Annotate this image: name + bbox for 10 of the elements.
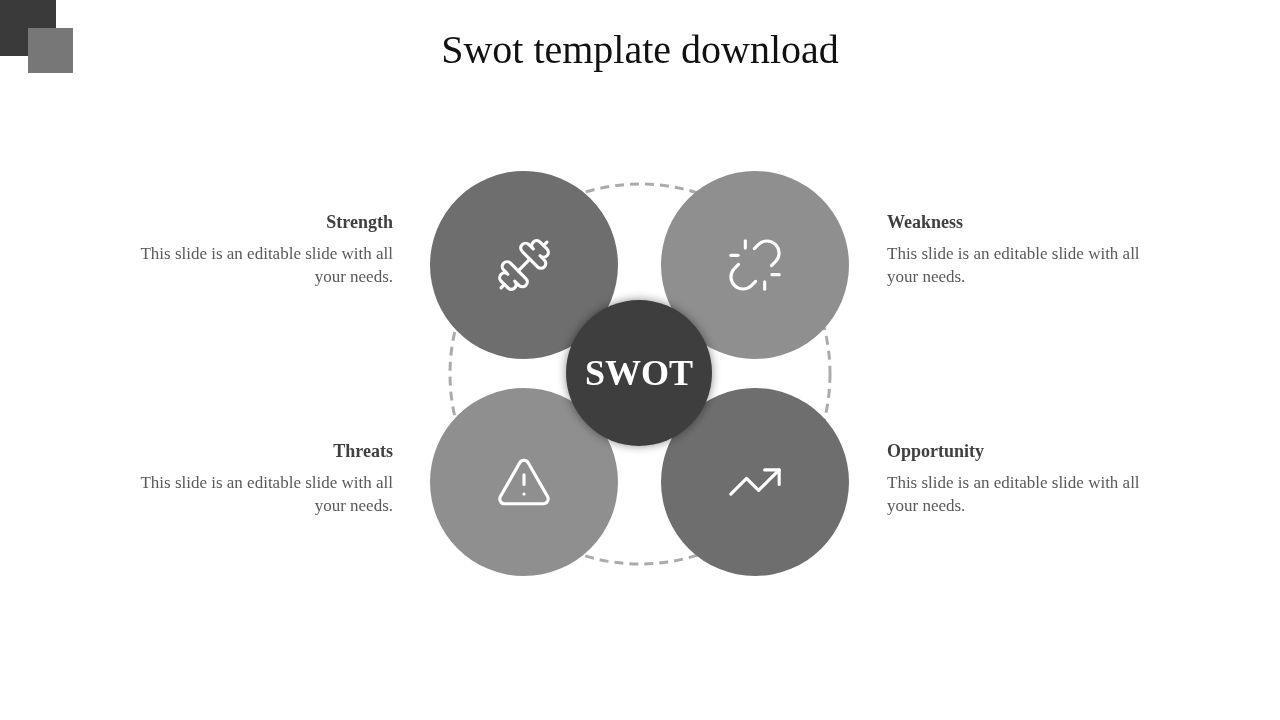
heading: Strength xyxy=(326,211,393,234)
description: This slide is an editable slide with all your needs. xyxy=(139,243,393,289)
heading: Weakness xyxy=(887,211,964,234)
center-label: SWOT xyxy=(584,352,693,394)
heading: Opportunity xyxy=(887,440,985,463)
heading: Threats xyxy=(333,440,393,463)
description: This slide is an editable slide with all your needs. xyxy=(887,472,1141,518)
description: This slide is an editable slide with all your needs. xyxy=(887,243,1141,289)
description: This slide is an editable slide with all your needs. xyxy=(139,472,393,518)
title: Swot template download xyxy=(441,26,839,74)
